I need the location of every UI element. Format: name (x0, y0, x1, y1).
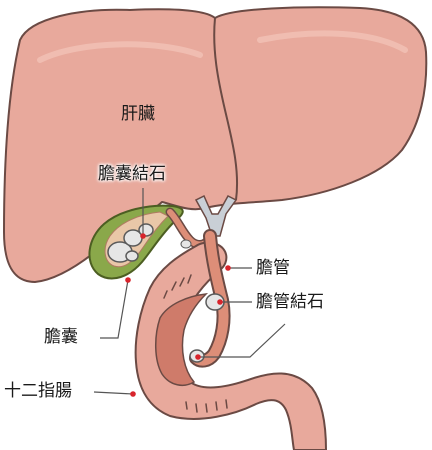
bile-duct-stone-label: 膽管結石 (256, 294, 324, 311)
cystic-duct-stone (181, 240, 191, 248)
gallbladder-label: 膽囊 (44, 329, 78, 346)
gallbladder-stone-label: 膽囊結石 (98, 166, 166, 183)
bile-duct-label: 膽管 (256, 260, 290, 277)
duodenum-label: 十二指腸 (4, 383, 72, 400)
liver-label: 肝臟 (121, 106, 155, 123)
